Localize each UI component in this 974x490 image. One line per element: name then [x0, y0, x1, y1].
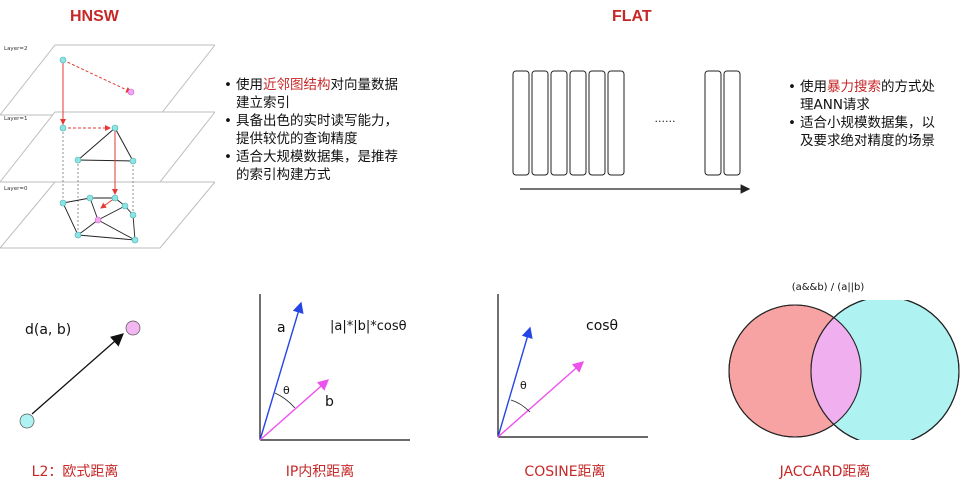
cosine-vector-a [497, 326, 533, 438]
hnsw-diagram: Layer=2 Layer=1 Layer=0 [0, 44, 215, 249]
cosine-caption: COSINE距离 [524, 464, 606, 480]
ip-angle-arc [274, 392, 296, 409]
l2-caption: L2：欧式距离 [31, 464, 119, 480]
l2-label: d(a, b) [25, 322, 71, 338]
point-b [125, 320, 141, 336]
flat-title: FLAT [612, 8, 652, 25]
flat-diagram: ...... [512, 70, 751, 194]
ip-angle-theta: θ [283, 384, 290, 397]
layer-2-plane [0, 44, 215, 116]
jaccard-caption: JACCARD距离 [779, 464, 871, 480]
l2-diagram: d(a, b) [19, 320, 141, 429]
ip-diagram: a b θ |a|*|b|*cosθ [259, 294, 410, 441]
cosine-formula: cosθ [586, 318, 618, 334]
hnsw-title: HNSW [70, 8, 119, 25]
layer-1-label: Layer=1 [4, 116, 27, 122]
ip-label-a: a [277, 320, 286, 336]
hnsw-bullet-2: 具备出色的实时读写能力，提供较优的查询精度 [224, 112, 454, 148]
ip-vector-a [259, 301, 304, 441]
cosine-angle-arc [510, 399, 531, 413]
cosine-angle-theta: θ [520, 379, 527, 392]
layer-1-plane [0, 111, 215, 183]
ip-formula: |a|*|b|*cosθ [330, 319, 407, 334]
jaccard-venn [728, 300, 960, 440]
point-a [19, 413, 35, 429]
ip-label-b: b [325, 394, 334, 410]
l2-distance-arrow [31, 333, 124, 415]
layer-0-label: Layer=0 [4, 186, 28, 192]
cosine-vector-b [497, 361, 585, 438]
flat-ellipsis: ...... [655, 112, 676, 125]
jaccard-formula: (a&&b) / (a||b) [791, 282, 865, 293]
ip-vector-b [259, 379, 330, 441]
cosine-diagram: θ cosθ [497, 294, 648, 438]
query-node-layer0 [94, 216, 102, 224]
set-intersection [811, 305, 861, 437]
vector-blocks [512, 70, 741, 176]
layer-2-label: Layer=2 [4, 46, 27, 52]
query-node-layer2 [127, 88, 135, 96]
ip-caption: IP内积距离 [285, 464, 355, 480]
graph-nodes [59, 56, 139, 244]
